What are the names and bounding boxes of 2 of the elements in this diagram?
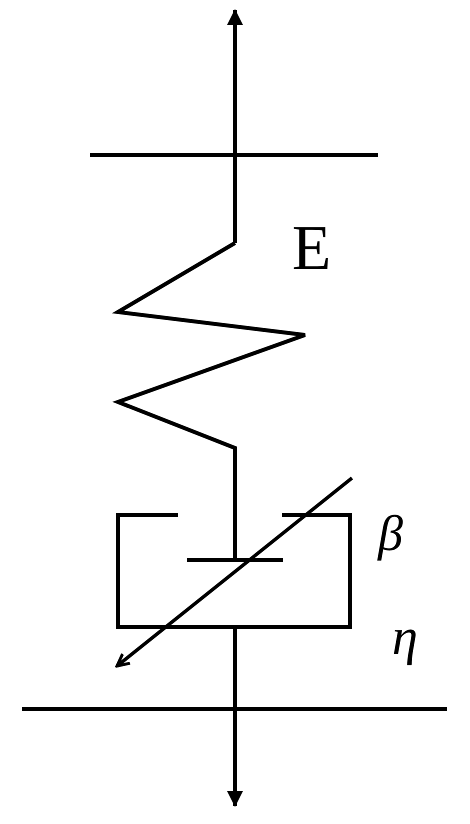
- symbol-label: E: [292, 216, 332, 280]
- symbol-label: η: [392, 612, 418, 664]
